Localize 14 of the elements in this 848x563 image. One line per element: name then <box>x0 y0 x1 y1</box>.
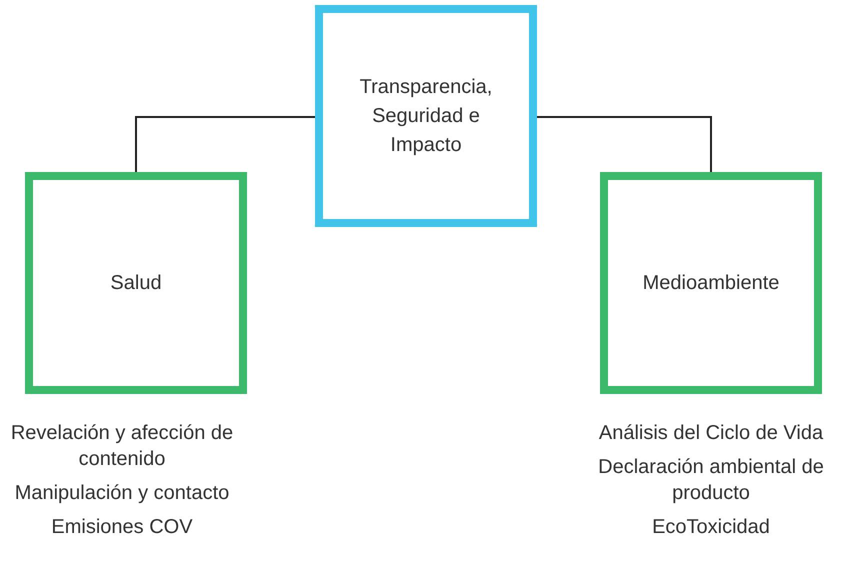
list-item: Declaración ambiental de producto <box>597 455 825 506</box>
list-item: Revelación y afección de contenido <box>10 421 234 472</box>
connector-line <box>135 116 315 172</box>
category-box <box>315 5 537 227</box>
box-title: Transparencia, Seguridad e Impacto <box>358 74 494 158</box>
category-box <box>25 172 247 394</box>
list-item: Análisis del Ciclo de Vida <box>598 421 824 446</box>
connector-line <box>537 116 712 172</box>
list-item: Manipulación y contacto <box>14 481 230 506</box>
list-item: Emisiones COV <box>51 515 193 540</box>
box-title: Medioambiente <box>642 270 780 296</box>
list-item: EcoToxicidad <box>652 515 770 540</box>
category-box <box>600 172 822 394</box>
box-title: Salud <box>110 270 162 296</box>
